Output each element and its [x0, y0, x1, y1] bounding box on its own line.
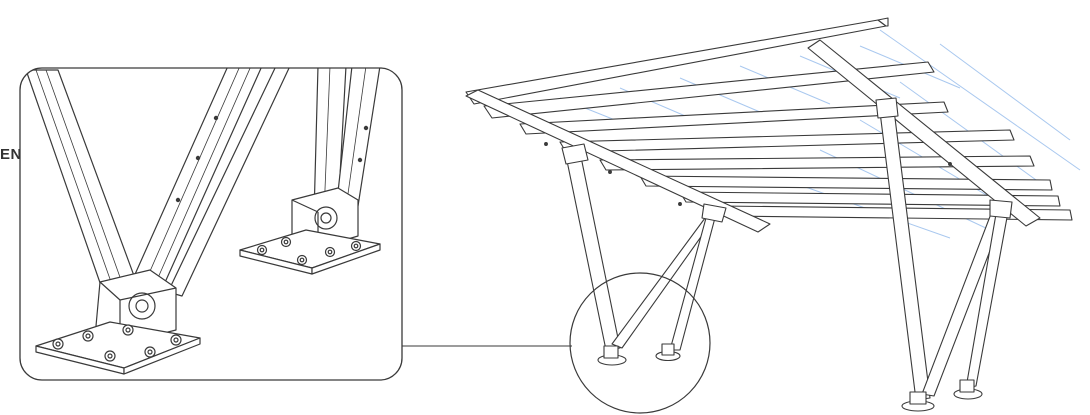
detail-base-plate-left: [35, 321, 201, 375]
detail-frame: [19, 67, 403, 381]
feet: [597, 343, 983, 412]
detail-leg-middle: [127, 68, 263, 299]
detail-leg-right: [313, 68, 381, 217]
detail-leg-thin: [167, 68, 291, 297]
purlins: [483, 61, 1073, 221]
brace-left: [611, 203, 727, 351]
detail-leg-left: [25, 69, 141, 301]
edge-text: EN: [0, 146, 22, 163]
carport-frame: [465, 17, 1081, 412]
detail-base-plate-right: [239, 229, 381, 275]
magnifier-circle: [569, 272, 711, 414]
brace-right: [921, 199, 1013, 397]
column-left-front: [561, 143, 621, 351]
column-right: [875, 97, 931, 401]
rear-rail: [465, 17, 889, 105]
detail-callout: [19, 67, 403, 381]
main-beam-left: [465, 89, 771, 233]
